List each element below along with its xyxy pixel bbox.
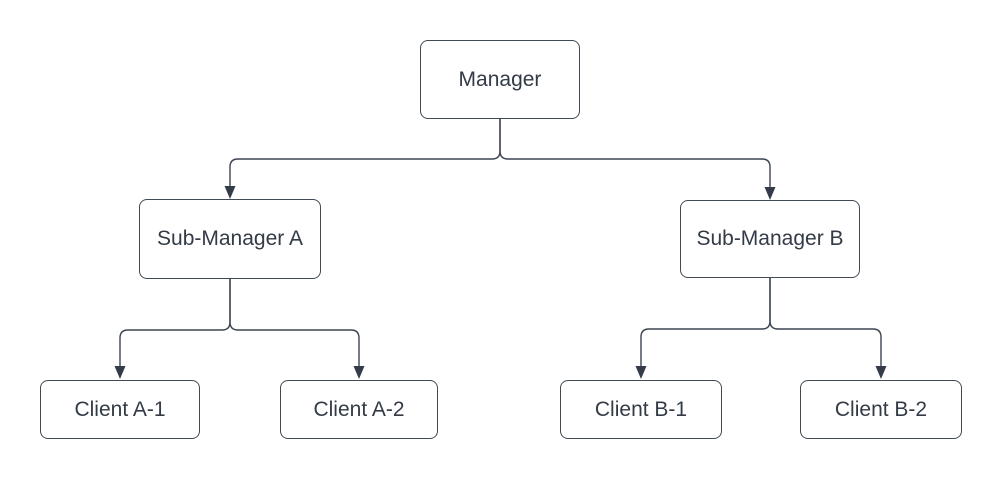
- edge-manager-to-sub-a: [229, 119, 501, 187]
- node-client-b1-label: Client B-1: [594, 397, 688, 421]
- node-client-a2-label: Client A-2: [313, 397, 405, 421]
- edge-manager-to-sub-b: [499, 119, 771, 188]
- arrowhead-sub-b: [764, 187, 776, 200]
- node-sub-manager-b-label: Sub-Manager B: [696, 227, 844, 251]
- node-client-a1-label: Client A-1: [74, 397, 166, 421]
- node-client-b1[interactable]: Client B-1: [560, 380, 722, 439]
- arrowhead-client-b1: [635, 366, 647, 379]
- node-manager-label: Manager: [458, 67, 542, 91]
- node-client-a2[interactable]: Client A-2: [280, 380, 438, 439]
- node-client-b2[interactable]: Client B-2: [800, 380, 962, 439]
- node-sub-manager-b[interactable]: Sub-Manager B: [680, 200, 860, 278]
- node-sub-manager-a-label: Sub-Manager A: [157, 227, 303, 251]
- edge-sub-a-to-client-a1: [119, 279, 231, 367]
- arrowhead-client-a1: [114, 366, 126, 379]
- edge-sub-a-to-client-a2: [229, 279, 360, 367]
- node-sub-manager-a[interactable]: Sub-Manager A: [139, 199, 321, 279]
- edge-sub-b-to-client-b1: [640, 278, 771, 367]
- node-client-a1[interactable]: Client A-1: [40, 380, 200, 439]
- arrowhead-client-b2: [875, 366, 887, 379]
- node-manager[interactable]: Manager: [420, 40, 580, 119]
- arrowhead-client-a2: [353, 366, 365, 379]
- node-client-b2-label: Client B-2: [834, 397, 928, 421]
- edge-sub-b-to-client-b2: [769, 278, 882, 367]
- arrowhead-sub-a: [224, 186, 236, 199]
